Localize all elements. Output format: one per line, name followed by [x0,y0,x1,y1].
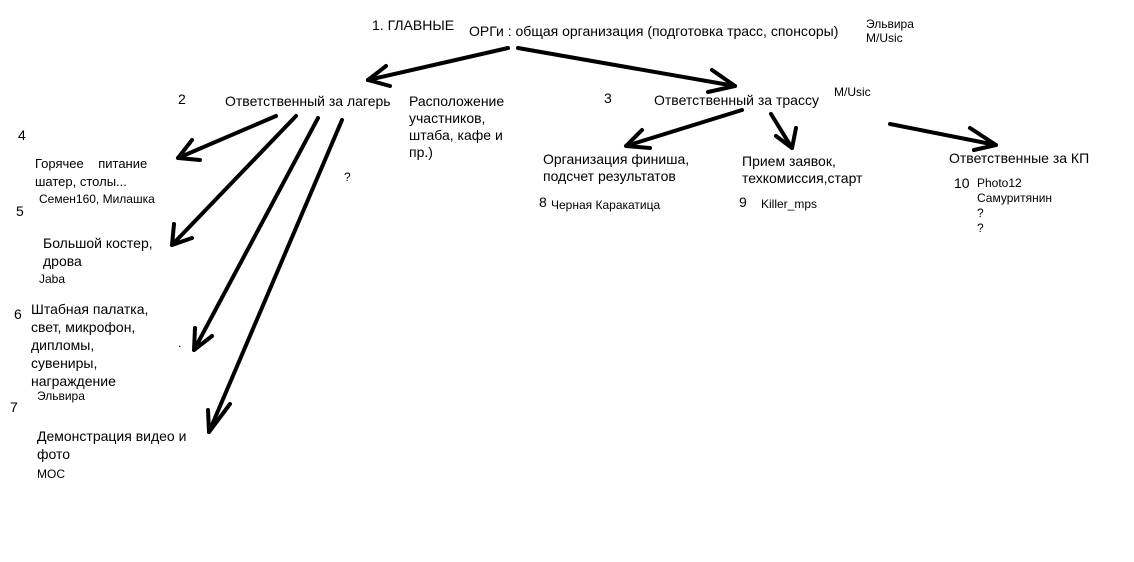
item-10-person: Photo12 [977,176,1022,190]
item-7-text: Демонстрация видео и фото [37,427,186,463]
item-6-line: свет, микрофон, [31,319,136,335]
item-9-line: Прием заявок, [742,153,836,169]
track-title: Ответственный за трассу [654,92,819,108]
item-6-line: Штабная палатка, [31,301,149,317]
camp-number: 2 [178,91,186,107]
item-5-people: Jaba [39,272,66,286]
item-10-text: Ответственные за КП [949,150,1090,166]
camp-note-line: пр.) [409,144,433,160]
item-10-people: Photo12 Самуритянин ? ? [977,176,1052,236]
item-7-line: Демонстрация видео и [37,428,187,444]
item-9-number: 9 [739,194,747,210]
item-6-line: сувениры, [31,355,98,371]
item-4-text: Горячее питание шатер, столы... [35,155,147,191]
item-9-people: Killer_mps [761,197,818,211]
item-10-person: Самуритянин [977,191,1053,205]
item-7-line: фото [37,446,71,462]
item-4-line: Горячее питание [35,156,148,171]
track-number: 3 [604,90,612,106]
arrow-camp-to-food [176,114,278,162]
camp-title: Ответственный за лагерь [225,93,391,109]
camp-note-line: участников, [409,110,486,126]
header-title: ОРГи : общая организация (подготовка тра… [469,23,839,39]
track-people: M/Usic [834,85,871,99]
camp-note: Расположение участников, штаба, кафе и п… [409,93,504,161]
item-8-line: подсчет результатов [543,168,676,184]
item-5-line: дрова [43,253,82,269]
arrow-track-to-kp [888,122,998,152]
item-4-people: Семен160, Милашка [39,192,155,206]
item-6-text: Штабная палатка, свет, микрофон, дипломы… [31,300,148,390]
item-6-line: дипломы, [31,337,95,353]
item-6-number: 6 [14,306,22,322]
stray-mark: . [178,336,182,350]
item-9-text: Прием заявок, техкомиссия,старт [742,153,862,187]
item-10-person: ? [977,206,984,220]
arrow-camp-to-fire [170,114,298,247]
arrow-camp-to-video [206,118,344,434]
item-6-line: награждение [31,373,116,389]
header-name: M/Usic [866,31,903,46]
item-4-number: 4 [18,127,26,143]
header-names: Эльвира M/Usic [866,17,914,46]
item-5-line: Большой костер, [43,235,153,251]
arrow-main-to-track [516,46,737,94]
header-label: 1. ГЛАВНЫЕ [372,17,455,33]
item-7-people: МОС [37,467,65,481]
item-8-text: Организация финиша, подсчет результатов [543,151,689,185]
item-5-text: Большой костер, дрова [43,234,153,270]
camp-note-line: штаба, кафе и [409,127,503,143]
item-7-number: 7 [10,399,18,415]
arrow-camp-to-hq [192,116,320,352]
header-name: Эльвира [866,17,914,31]
arrow-main-to-camp [366,46,510,88]
item-10-number: 10 [954,175,970,191]
item-8-people: Черная Каракатица [551,198,661,212]
item-6-people: Эльвира [37,389,85,403]
item-8-line: Организация финиша, [543,151,690,167]
item-9-line: техкомиссия,старт [742,170,863,186]
camp-question: ? [344,170,351,184]
item-4-line: шатер, столы... [35,174,127,189]
item-8-number: 8 [539,194,547,210]
item-10-person: ? [977,221,984,235]
arrow-track-to-start [769,112,798,150]
item-5-number: 5 [16,203,24,219]
arrow-track-to-finish [624,108,744,150]
camp-note-line: Расположение [409,93,505,109]
